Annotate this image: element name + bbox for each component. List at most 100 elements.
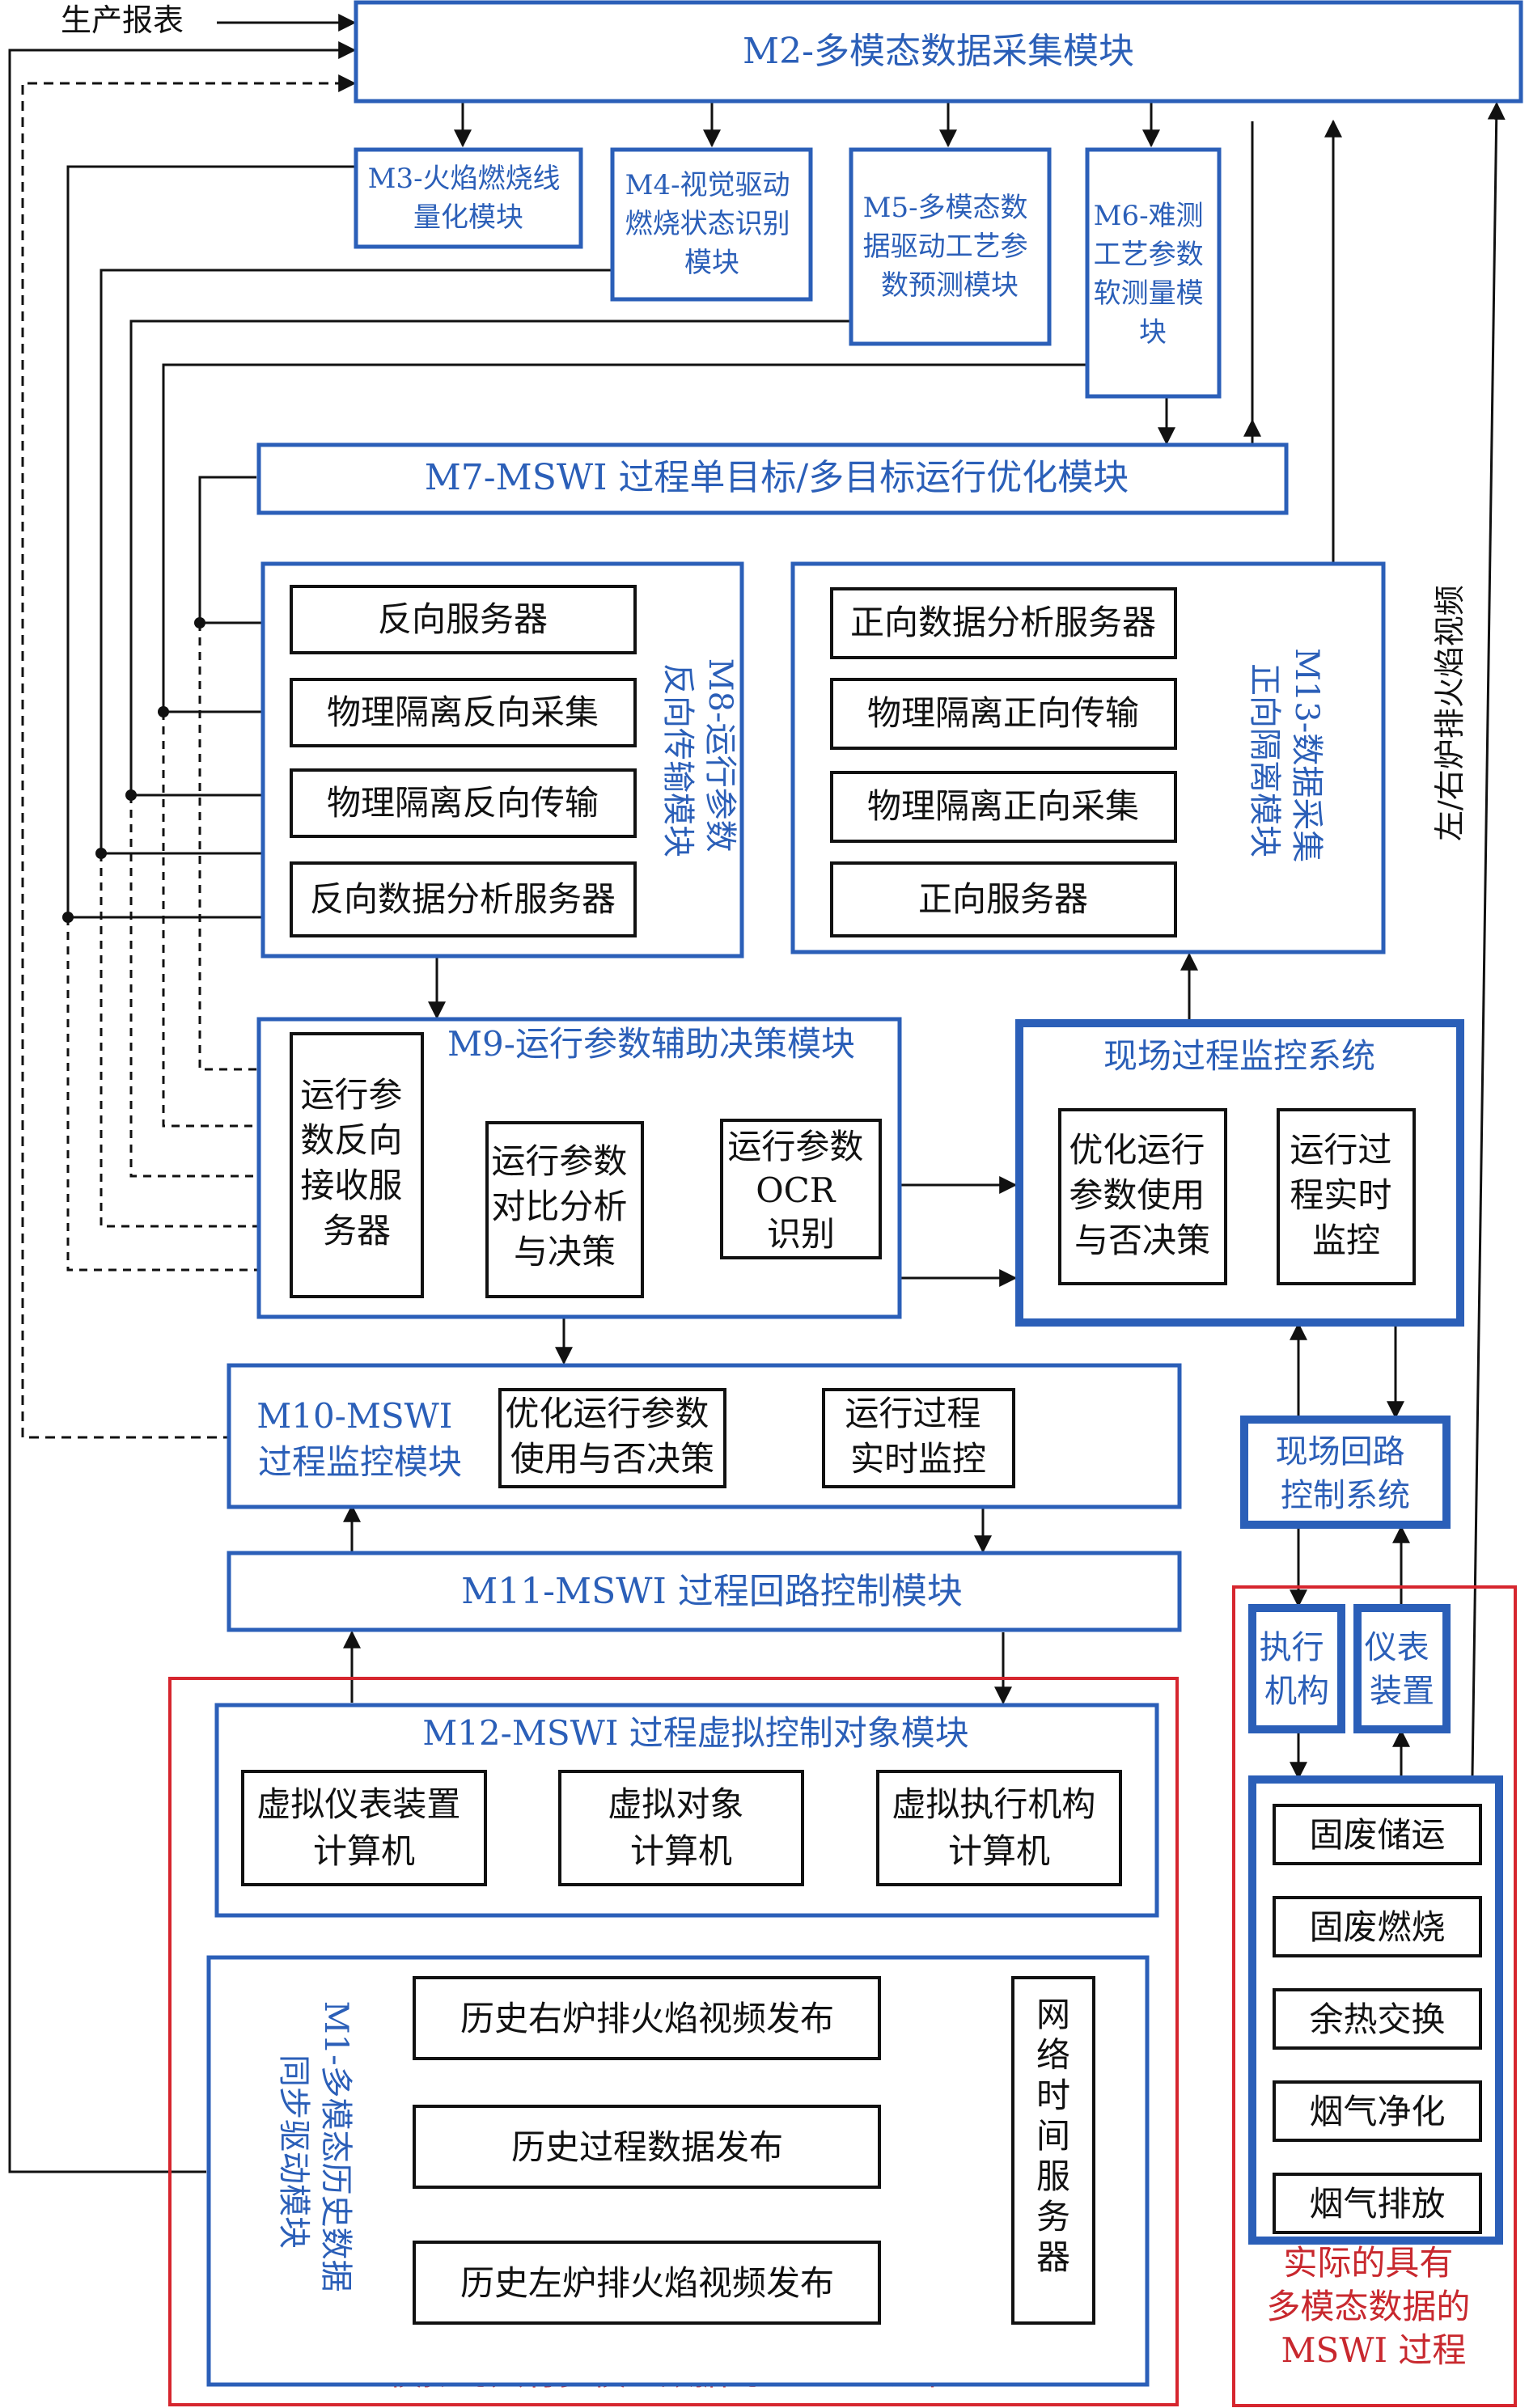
actual-region-line: 多模态数据的	[1266, 2287, 1470, 2326]
m9-ocr-line: 运行参数	[727, 1127, 863, 1166]
m10-title-line: 过程监控模块	[258, 1442, 462, 1482]
m5-title-line: 据驱动工艺参	[863, 231, 1028, 263]
svg-text:优化运行 参数使用 与否决策: 优化运行 参数使用 与否决策	[1069, 1130, 1215, 1260]
time-server-label: 网络时间服务器	[1036, 1995, 1070, 2277]
svg-text:M8-运行参数 反向传输模块: M8-运行参数 反向传输模块	[659, 658, 739, 863]
m6-module: M6-难测 工艺参数 软测量模 块	[1085, 147, 1222, 399]
field-loop-control: 现场回路 控制系统	[1240, 1416, 1451, 1529]
svg-text:实际的具有 多模态数据的 MSWI: 实际的具有 多模态数据的 MSWI 过程	[1266, 2243, 1480, 2370]
dash-3	[129, 795, 292, 1185]
m9-compare-line: 对比分析	[491, 1187, 627, 1226]
dash-2	[162, 712, 292, 1135]
m8-title-line: 反向传输模块	[659, 663, 697, 857]
svg-text:M13-数据采集 正向隔离模块: M13-数据采集 正向隔离模块	[1246, 648, 1325, 873]
m9-receive-line: 数反向	[300, 1120, 402, 1160]
svg-text:虚拟执行机构 计算机: 虚拟执行机构 计算机	[892, 1784, 1106, 1871]
actuator-line: 执行	[1260, 1629, 1324, 1666]
svg-text:运行过程 实时监控: 运行过程 实时监控	[845, 1394, 991, 1479]
m1-item: 历史右炉排火焰视频发布	[460, 1999, 834, 2038]
m8-title-line: M8-运行参数	[701, 658, 739, 853]
m11-module: M11-MSWI 过程回路控制模块	[227, 1551, 1182, 1632]
m1-item: 历史左炉排火焰视频发布	[460, 2263, 834, 2303]
svg-text:现场回路 控制系统: 现场回路 控制系统	[1276, 1433, 1416, 1514]
dash-1	[198, 623, 292, 1078]
svg-text:运行参数 对比分析 与决策: 运行参数 对比分析 与决策	[491, 1141, 637, 1272]
m12-object-line: 计算机	[630, 1831, 732, 1871]
m13-module: 正向数据分析服务器 物理隔离正向传输 物理隔离正向采集 正向服务器 M13-数据…	[790, 561, 1386, 954]
loop-control-line: 现场回路	[1276, 1433, 1405, 1471]
actual-region-line: MSWI 过程	[1281, 2330, 1467, 2370]
m3-feed	[66, 165, 354, 926]
m3-module: M3-火焰燃烧线 量化模块	[354, 147, 583, 249]
m8-item: 反向数据分析服务器	[310, 879, 616, 919]
svg-text:M5-多模态数 据驱动工艺参 数预测: M5-多模态数 据驱动工艺参 数预测模块	[863, 192, 1037, 302]
svg-text:仪表 装置: 仪表 装置	[1365, 1629, 1440, 1710]
m6-title-line: M6-难测	[1094, 200, 1204, 232]
m12-object-line: 虚拟对象	[608, 1784, 743, 1824]
svg-text:M4-视觉驱动 燃烧状态识别 模块: M4-视觉驱动 燃烧状态识别 模块	[625, 169, 799, 279]
m4-title-line: 模块	[684, 247, 739, 279]
m12-actuator-line: 计算机	[948, 1831, 1050, 1871]
time-server-char: 络	[1036, 2035, 1070, 2075]
time-server-char: 时	[1036, 2076, 1070, 2115]
field-monitor-line: 运行过	[1290, 1130, 1391, 1170]
m7-feed	[198, 476, 290, 632]
process-step-box	[1273, 2173, 1482, 2234]
m6-title-line: 软测量模	[1094, 277, 1204, 310]
m6-title-line: 块	[1139, 316, 1167, 349]
m2-title: M2-多模态数据采集模块	[743, 31, 1134, 72]
m8-item: 物理隔离反向传输	[327, 783, 599, 823]
m1-to-m2-line	[8, 41, 357, 2173]
m8-item: 反向服务器	[378, 599, 548, 639]
svg-text:运行过 程实时 监控: 运行过 程实时 监控	[1290, 1130, 1402, 1260]
m9-compare-line: 运行参数	[491, 1141, 627, 1181]
m9-receive-line: 运行参	[300, 1075, 402, 1115]
time-server-char: 务	[1036, 2197, 1070, 2237]
process-step-box	[1273, 2080, 1482, 2142]
field-actuator: 执行 机构	[1248, 1604, 1345, 1733]
m10-monitor-line: 实时监控	[850, 1439, 986, 1479]
m13-item: 正向数据分析服务器	[850, 603, 1156, 642]
process-step-box	[1273, 1896, 1482, 1957]
svg-text:优化运行参数 使用与否决策: 优化运行参数 使用与否决策	[505, 1394, 719, 1479]
dash-4	[100, 853, 292, 1235]
m9-receive-line: 务器	[323, 1211, 391, 1251]
process-step-box	[1273, 1804, 1482, 1865]
time-server-char: 器	[1036, 2237, 1070, 2277]
m4-title-line: 燃烧状态识别	[625, 208, 790, 240]
field-decision-line: 与否决策	[1074, 1221, 1210, 1260]
m12-actuator-line: 虚拟执行机构	[892, 1784, 1095, 1824]
svg-text:M6-难测 工艺参数 软测量模: M6-难测 工艺参数 软测量模 块	[1094, 200, 1213, 349]
m13-item: 物理隔离正向采集	[867, 786, 1139, 826]
m1-item: 历史过程数据发布	[511, 2127, 783, 2167]
time-server-char: 网	[1036, 1995, 1070, 2034]
m8-module: 反向服务器 物理隔离反向采集 物理隔离反向传输 反向数据分析服务器 M8-运行参…	[260, 561, 744, 959]
m1-title-line: M1-多模态历史数据	[317, 2001, 354, 2292]
m3-title-line: 量化模块	[413, 201, 523, 234]
m7-module: M7-MSWI 过程单目标/多目标运行优化模块	[256, 442, 1289, 515]
field-instrument: 仪表 装置	[1353, 1604, 1451, 1733]
m5-title-line: 数预测模块	[881, 269, 1019, 302]
m9-title: M9-运行参数辅助决策模块	[447, 1024, 855, 1064]
m5-module: M5-多模态数 据驱动工艺参 数预测模块	[849, 147, 1052, 346]
instrument-line: 仪表	[1365, 1629, 1429, 1666]
process-step-label: 余热交换	[1309, 2000, 1445, 2039]
m10-to-m2-dashed	[21, 74, 357, 1439]
m12-title: M12-MSWI 过程虚拟控制对象模块	[422, 1713, 969, 1753]
time-server-text: 网络时间服务器	[1036, 1995, 1070, 2277]
m5-title-line: M5-多模态数	[863, 192, 1028, 224]
actuator-line: 机构	[1264, 1673, 1329, 1710]
m2-module: M2-多模态数据采集模块	[354, 0, 1523, 104]
video-to-m2	[1471, 101, 1506, 1776]
field-monitoring-system: 现场过程监控系统 优化运行 参数使用 与否决策 运行过 程实时 监控	[1015, 1019, 1464, 1327]
m4-module: M4-视觉驱动 燃烧状态识别 模块	[610, 147, 813, 302]
m1-module: M1-多模态历史数据 同步驱动模块 历史右炉排火焰视频发布 历史过程数据发布 历…	[206, 1955, 1150, 2387]
m10-monitor-line: 运行过程	[845, 1394, 981, 1433]
m9-ocr-line: 识别	[767, 1214, 835, 1254]
m9-receive-line: 接收服	[300, 1166, 402, 1205]
svg-text:虚拟仪表装置 计算机: 虚拟仪表装置 计算机	[256, 1784, 471, 1871]
instrument-line: 装置	[1370, 1673, 1434, 1710]
